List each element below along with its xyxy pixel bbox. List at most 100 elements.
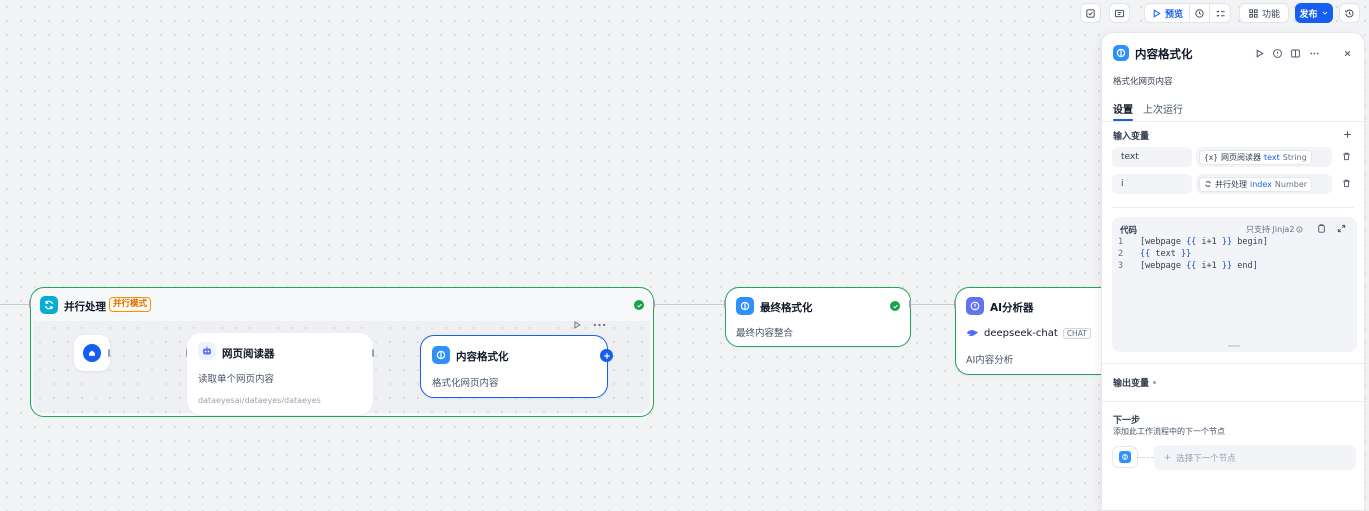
node-settings-panel: 内容格式化 格式化网页内容 设置 上次运行 输入变量 text {x} 网页阅读… bbox=[1101, 32, 1365, 511]
run-node-icon[interactable] bbox=[572, 320, 582, 330]
help-icon[interactable] bbox=[1272, 48, 1283, 59]
preview-button[interactable]: 预览 bbox=[1144, 3, 1189, 23]
web-reader-source: dataeyesai/dataeyes/dataeyes bbox=[198, 396, 321, 405]
var-ref-chip: 并行处理 index Number bbox=[1199, 176, 1313, 192]
next-step-label: 下一步 bbox=[1113, 416, 1141, 426]
line-number: 3 bbox=[1118, 261, 1124, 271]
parallel-mode-badge: 并行模式 bbox=[109, 297, 152, 312]
input-var-source-selector[interactable]: {x} 网页阅读器 text String bbox=[1196, 147, 1332, 167]
input-var-name-field[interactable]: text bbox=[1112, 147, 1192, 167]
tab-settings[interactable]: 设置 bbox=[1113, 105, 1133, 116]
env-variables-button[interactable] bbox=[1109, 3, 1130, 23]
code-text: {{ text }} bbox=[1140, 249, 1192, 259]
select-next-node-button[interactable]: + 选择下一个节点 bbox=[1154, 445, 1356, 470]
run-history-button[interactable] bbox=[1189, 3, 1209, 23]
more-icon[interactable] bbox=[1309, 48, 1320, 59]
input-var-name-field[interactable]: i bbox=[1112, 174, 1192, 194]
section-divider bbox=[1102, 401, 1364, 402]
trash-icon[interactable] bbox=[1341, 178, 1352, 189]
parallel-start-node[interactable] bbox=[74, 335, 110, 371]
node-actions bbox=[572, 318, 606, 332]
section-divider bbox=[1102, 363, 1364, 364]
trash-icon[interactable] bbox=[1341, 151, 1352, 162]
code-line[interactable]: 3[webpage {{ i+1 }} end] bbox=[1118, 261, 1258, 271]
panel-title[interactable]: 内容格式化 bbox=[1135, 47, 1193, 61]
list-check-icon bbox=[1216, 9, 1225, 17]
start-output-handle[interactable] bbox=[108, 349, 110, 357]
model-selector[interactable]: deepseek-chat CHAT bbox=[966, 325, 1091, 341]
jinja-hint: 只支持 Jinja2 bbox=[1246, 224, 1303, 235]
final-format-input-handle[interactable] bbox=[724, 300, 726, 308]
parallel-output-handle[interactable] bbox=[653, 300, 655, 308]
var-ref-type: Number bbox=[1274, 179, 1308, 189]
template-icon bbox=[1113, 45, 1129, 61]
web-reader-desc: 读取单个网页内容 bbox=[198, 374, 275, 385]
info-icon bbox=[1296, 226, 1303, 233]
parallel-node-title: 并行处理 bbox=[64, 301, 106, 313]
template-icon bbox=[1119, 451, 1131, 463]
next-step-desc: 添加此工作流程中的下一个节点 bbox=[1113, 427, 1225, 436]
code-editor[interactable]: 代码 只支持 Jinja2 1[webpage {{ i+1 }} begin]… bbox=[1112, 217, 1357, 352]
features-label: 功能 bbox=[1261, 9, 1280, 20]
template-icon bbox=[432, 346, 450, 364]
expand-icon[interactable] bbox=[1336, 223, 1347, 234]
var-ref-var: text bbox=[1263, 152, 1280, 162]
final-format-desc: 最终内容整合 bbox=[736, 328, 794, 339]
line-number: 1 bbox=[1118, 237, 1124, 247]
publish-button[interactable]: 发布 bbox=[1295, 3, 1333, 23]
panel-description[interactable]: 格式化网页内容 bbox=[1113, 77, 1173, 87]
robot-icon bbox=[198, 342, 216, 360]
select-next-placeholder: 选择下一个节点 bbox=[1176, 453, 1236, 464]
ai-analyzer-node[interactable]: AI分析器 deepseek-chat CHAT AI内容分析 bbox=[955, 287, 1125, 375]
edge-into-parallel bbox=[0, 304, 30, 305]
current-node-chip bbox=[1112, 446, 1138, 468]
content-format-desc: 格式化网页内容 bbox=[432, 378, 499, 389]
tab-last-run[interactable]: 上次运行 bbox=[1143, 105, 1183, 116]
input-var-source-selector[interactable]: 并行处理 index Number bbox=[1196, 174, 1332, 194]
code-label: 代码 bbox=[1120, 226, 1138, 236]
run-step-icon[interactable] bbox=[1254, 48, 1265, 59]
var-ref-source: 网页阅读器 bbox=[1220, 152, 1261, 162]
add-variable-icon[interactable] bbox=[1342, 129, 1353, 140]
chevron-down-icon bbox=[1322, 11, 1327, 15]
play-icon bbox=[1153, 8, 1161, 18]
tabs-divider bbox=[1102, 121, 1364, 122]
model-name: deepseek-chat bbox=[984, 327, 1058, 339]
copy-icon[interactable] bbox=[1316, 223, 1327, 234]
code-line[interactable]: 2 {{ text }} bbox=[1118, 249, 1191, 259]
final-format-title: 最终格式化 bbox=[760, 302, 813, 314]
loop-icon bbox=[1205, 181, 1211, 187]
code-line[interactable]: 1[webpage {{ i+1 }} begin] bbox=[1118, 237, 1268, 247]
tab-active-underline bbox=[1113, 119, 1133, 121]
docs-icon[interactable] bbox=[1290, 48, 1301, 59]
resize-handle[interactable] bbox=[1228, 345, 1240, 347]
web-reader-output-handle[interactable] bbox=[372, 349, 374, 357]
input-vars-label: 输入变量 bbox=[1113, 132, 1150, 142]
output-vars-text: 输出变量 bbox=[1113, 379, 1150, 389]
final-format-node[interactable]: 最终格式化 最终内容整合 bbox=[725, 287, 911, 347]
add-next-node-icon[interactable] bbox=[600, 349, 613, 362]
close-icon[interactable] bbox=[1342, 48, 1353, 59]
checklist-icon bbox=[1086, 8, 1095, 18]
collapse-caret-icon bbox=[1153, 381, 1157, 384]
output-vars-label[interactable]: 输出变量 bbox=[1113, 376, 1157, 389]
model-tag: CHAT bbox=[1062, 327, 1091, 339]
features-button[interactable]: 功能 bbox=[1239, 3, 1289, 23]
next-step-connector bbox=[1138, 457, 1154, 458]
more-icon[interactable] bbox=[593, 322, 606, 328]
edge-parallel-to-final bbox=[654, 304, 726, 305]
checklist-button[interactable] bbox=[1080, 3, 1101, 23]
llm-icon bbox=[966, 297, 984, 315]
content-format-title: 内容格式化 bbox=[456, 351, 509, 363]
env-icon bbox=[1114, 9, 1125, 17]
version-history-button[interactable] bbox=[1339, 3, 1360, 23]
parallel-input-handle[interactable] bbox=[29, 300, 31, 308]
ai-analyzer-input-handle[interactable] bbox=[954, 300, 956, 308]
var-ref-var: index bbox=[1250, 179, 1272, 189]
section-divider bbox=[1112, 207, 1354, 208]
content-format-node[interactable]: 内容格式化 格式化网页内容 bbox=[420, 335, 608, 398]
web-reader-node[interactable]: 网页阅读器 读取单个网页内容 dataeyesai/dataeyes/datae… bbox=[187, 333, 373, 415]
checklist-panel-button[interactable] bbox=[1209, 3, 1231, 23]
final-format-output-handle[interactable] bbox=[909, 300, 911, 308]
line-number: 2 bbox=[1118, 249, 1124, 259]
